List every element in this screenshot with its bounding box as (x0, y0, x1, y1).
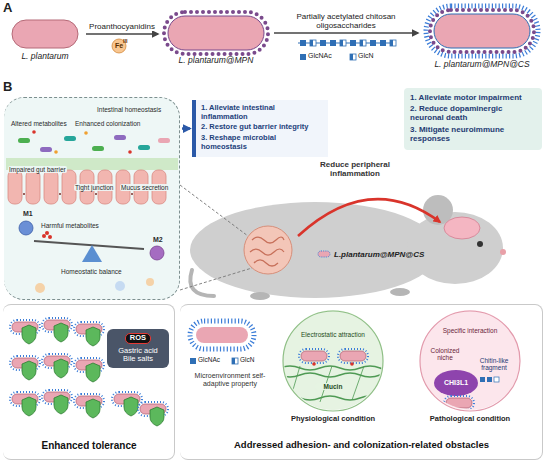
mechanism-label: Mucin (315, 383, 351, 390)
ion-charge: III (123, 38, 128, 44)
node-outline (275, 309, 391, 429)
adhesion-scene (190, 310, 520, 410)
stress-label: Gastric acid (110, 347, 166, 356)
cell-art (12, 6, 538, 56)
inset-label: Enhanced colonization (74, 120, 141, 127)
circle-outline (283, 311, 383, 411)
inset-label: M2 (152, 236, 164, 244)
inset-label: Harmful metabolites (40, 222, 100, 229)
inset-label: Altered metabolites (10, 120, 68, 127)
legend-label: GlcNAc (198, 356, 220, 363)
agent-label: L.plantarum@MPN@CS (334, 250, 424, 259)
inset-label: Mucus secretion (120, 184, 169, 191)
panel-letter: B (3, 80, 12, 95)
circle-outline (420, 311, 520, 411)
cell-label: L. plantarum (6, 52, 84, 62)
panel-title: Addressed adhesion- and colonization-rel… (180, 440, 543, 451)
edge-label: Proanthocyanidins (88, 22, 156, 31)
legend-label: GlcN (240, 356, 254, 363)
coated-cell: L. plantarum@MPN@CS (420, 4, 544, 76)
inset-label: Impaired gut barrier (8, 166, 67, 173)
panel-letter: A (3, 1, 12, 16)
flow-arrow (182, 127, 190, 130)
inset-label: M1 (22, 210, 34, 218)
condition-label: Physiological condition (275, 415, 391, 424)
outcome-item: 2. Restore gut barrier integrity (201, 123, 323, 132)
effect-label: Reduce peripheral inflammation (312, 160, 398, 178)
outcome-item: 1. Alleviate motor impairment (410, 93, 536, 102)
legend-label: GlcN (358, 52, 374, 60)
cell-outline (168, 16, 264, 50)
outcome-item: 3. Mitigate neuroimmune responses (410, 125, 536, 143)
legend-label: GlcNAc (308, 52, 332, 60)
mechanism-label: Chitin-like fragment (474, 357, 514, 372)
outcome-item: 3. Reshape microbial homeostasis (201, 134, 323, 151)
condition-circle: Specific interactionColonized nicheChiti… (412, 309, 528, 429)
ros-tag: ROS (125, 333, 151, 344)
gut-inset: Intestinal homeostasisAltered metabolite… (4, 97, 180, 300)
cell-label: L. plantarum@MPN (160, 56, 272, 66)
coated-cell: L. plantarum@MPN (160, 12, 272, 72)
mechanism-label: Specific interaction (432, 327, 508, 334)
stress-box: ROS Gastric acidBile salts (107, 329, 169, 368)
mechanism-label: Colonized niche (424, 347, 466, 362)
mouse-figure (180, 185, 506, 300)
node-outline (6, 18, 84, 70)
panel-title: Enhanced tolerance (3, 440, 175, 452)
outcome-item: 2. Reduce dopaminergic neuronal death (410, 104, 536, 122)
cell-outline (12, 20, 78, 48)
property-label: Microenvironment self-adaptive property (184, 372, 276, 388)
outcome-item: 1. Alleviate intestinal inflammation (201, 104, 323, 121)
mechanism-label: Electrostatic attraction (293, 331, 373, 338)
condition-label: Pathological condition (412, 415, 528, 424)
flow-arrow (86, 33, 158, 34)
inset-label: Tight junction (74, 184, 114, 191)
bacterium-cell: L. plantarum (6, 18, 84, 70)
flow-arrow (274, 32, 418, 33)
chitosan-chain (298, 40, 396, 60)
stress-label: Bile salts (110, 355, 166, 364)
outcome-box: 1. Alleviate motor impairment 2. Reduce d… (404, 88, 542, 150)
inset-label: Homeostatic balance (60, 268, 123, 275)
condition-circle: Electrostatic attractionMucinPhysiologic… (275, 309, 391, 429)
ion-label: Fe (115, 42, 123, 50)
protein-label: CHI3L1 (438, 379, 474, 387)
gut-scene (4, 97, 180, 300)
inset-label: Intestinal homeostasis (96, 106, 162, 113)
edge-label: Partially acetylated chitosan oligosacch… (280, 12, 412, 30)
tolerance-scene (10, 318, 168, 426)
cell-outline (434, 14, 530, 48)
cell-label: L. plantarum@MPN@CS (420, 60, 544, 70)
panel: Enhanced tolerance ROS Gastric acidBile sa… (3, 304, 175, 460)
outcome-box: 1. Alleviate intestinal inflammation 2. R… (192, 100, 328, 157)
